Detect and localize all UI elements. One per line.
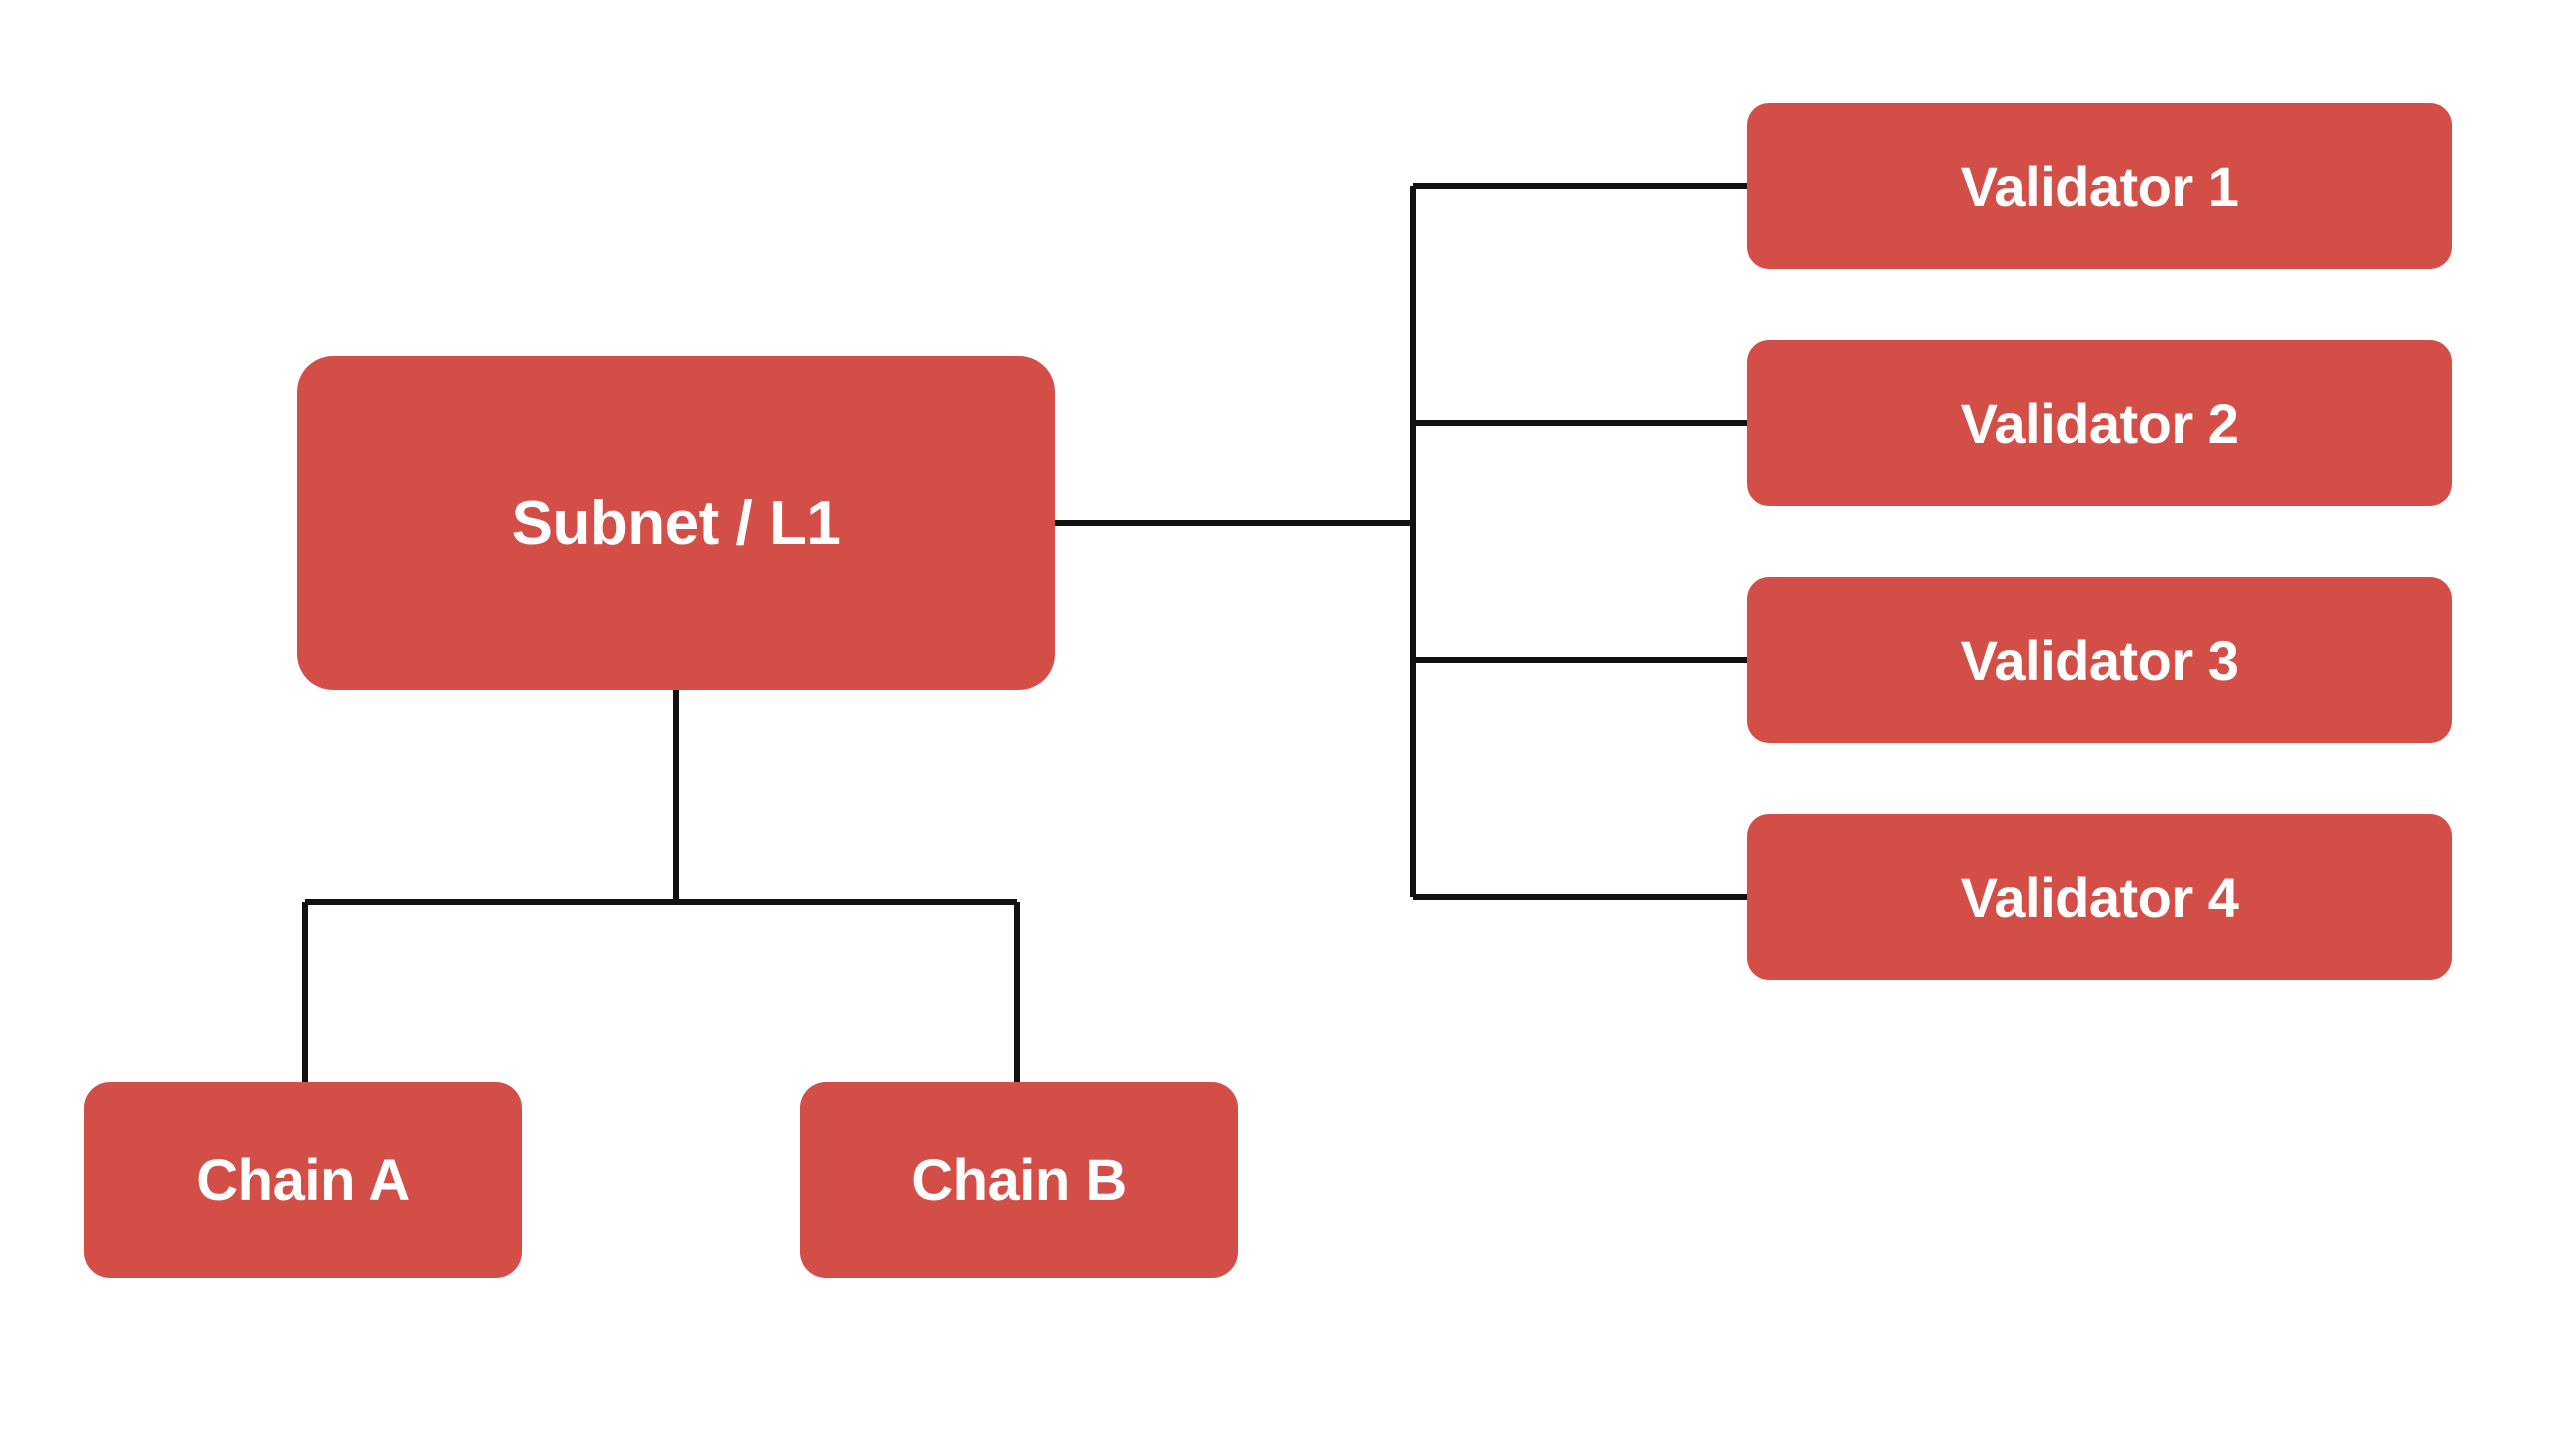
- node-validator-3-label: Validator 3: [1960, 628, 2239, 692]
- node-subnet-l1-label: Subnet / L1: [511, 488, 841, 558]
- node-validator-2[interactable]: Validator 2: [1747, 340, 2452, 506]
- node-validator-1[interactable]: Validator 1: [1747, 103, 2452, 269]
- node-validator-4-label: Validator 4: [1960, 865, 2239, 929]
- node-validator-2-label: Validator 2: [1960, 391, 2239, 455]
- node-chain-a[interactable]: Chain A: [84, 1082, 522, 1278]
- node-chain-a-label: Chain A: [196, 1147, 410, 1213]
- node-validator-3[interactable]: Validator 3: [1747, 577, 2452, 743]
- node-subnet-l1[interactable]: Subnet / L1: [297, 356, 1055, 690]
- node-chain-b-label: Chain B: [911, 1147, 1127, 1213]
- node-validator-4[interactable]: Validator 4: [1747, 814, 2452, 980]
- node-validator-1-label: Validator 1: [1960, 154, 2239, 218]
- node-chain-b[interactable]: Chain B: [800, 1082, 1238, 1278]
